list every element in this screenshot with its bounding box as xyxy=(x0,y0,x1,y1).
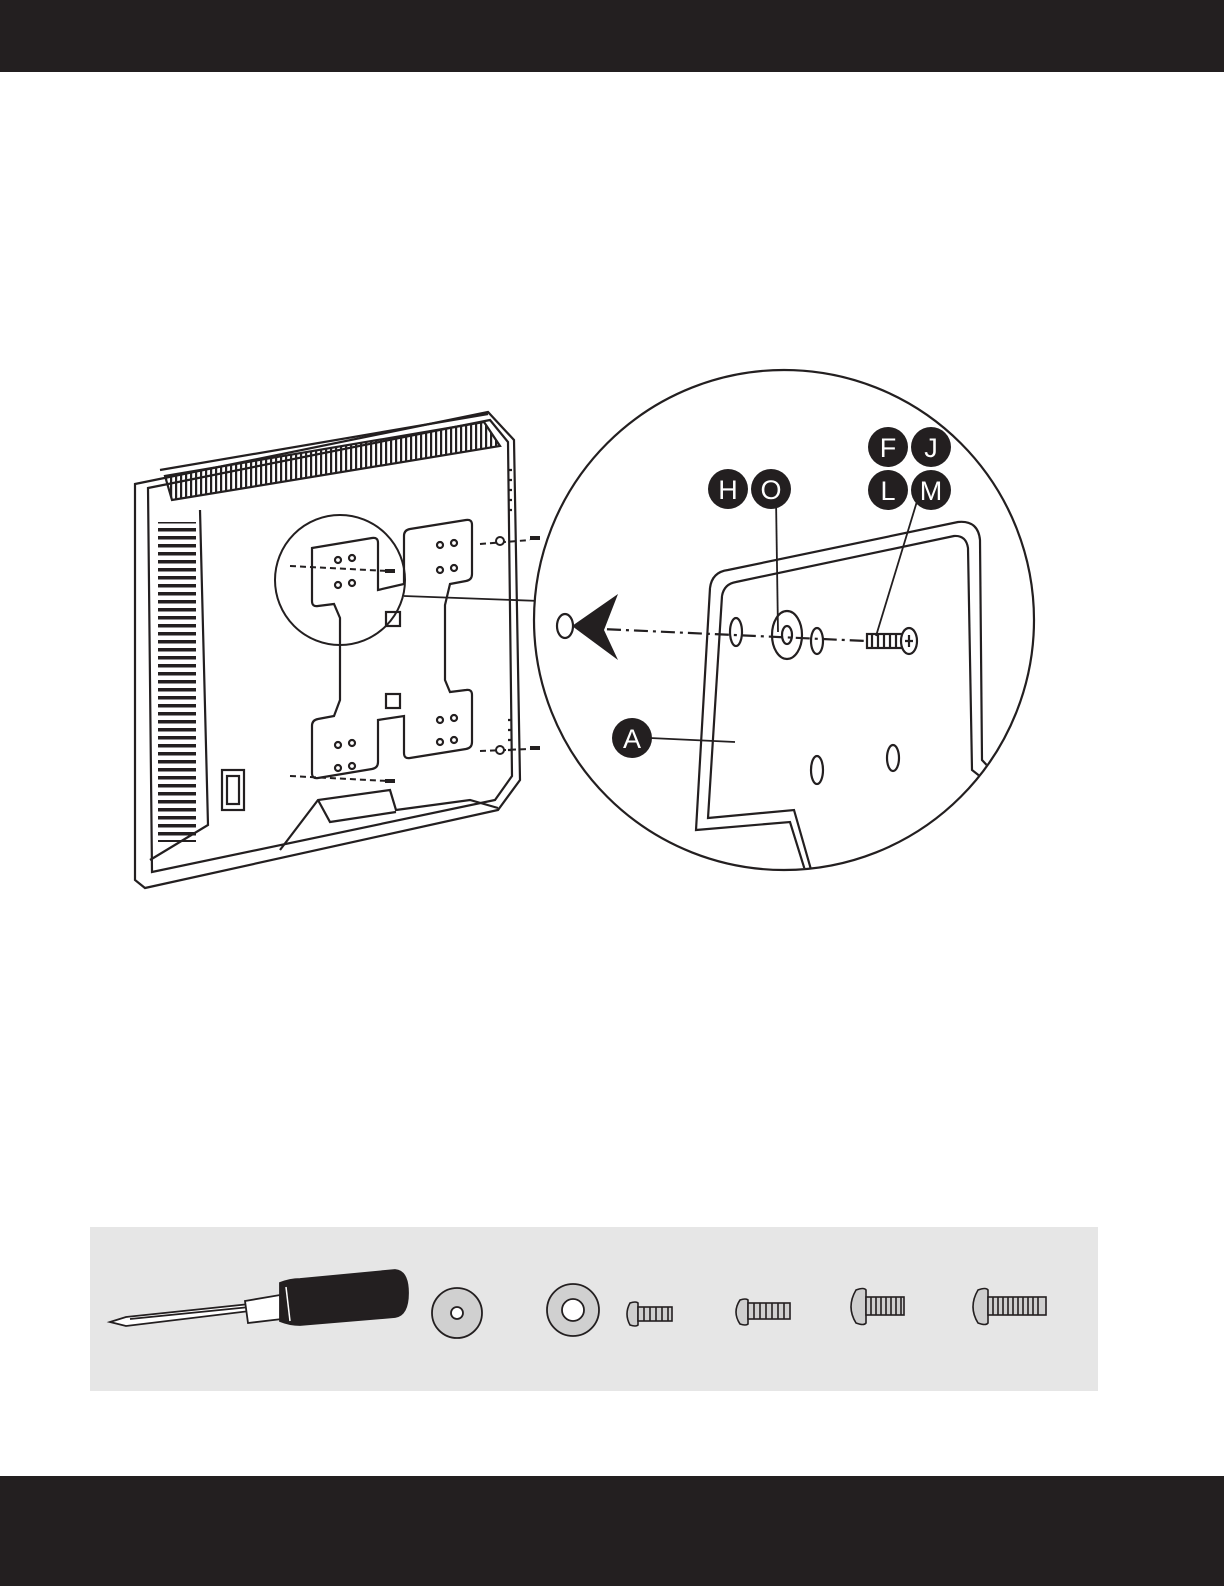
medium-screw-icon xyxy=(736,1299,790,1325)
badge-l: L xyxy=(868,470,908,510)
badge-o: O xyxy=(751,469,791,509)
small-washer-icon xyxy=(432,1288,482,1338)
badge-j: J xyxy=(911,427,951,467)
svg-text:A: A xyxy=(623,724,641,754)
badge-m: M xyxy=(911,470,951,510)
badge-f: F xyxy=(868,427,908,467)
tv-back xyxy=(135,412,520,888)
badge-h: H xyxy=(708,469,748,509)
svg-text:H: H xyxy=(718,475,738,505)
svg-text:O: O xyxy=(760,475,781,505)
short-screw-icon xyxy=(627,1302,672,1326)
detail-view xyxy=(534,370,1034,880)
svg-text:M: M xyxy=(920,476,943,506)
screwdriver-icon xyxy=(110,1270,408,1326)
svg-text:L: L xyxy=(880,476,895,506)
svg-text:F: F xyxy=(880,433,897,463)
longest-screw-icon xyxy=(973,1289,1046,1325)
badge-a: A xyxy=(612,718,652,758)
large-washer-icon xyxy=(547,1284,599,1336)
long-screw-icon xyxy=(851,1289,904,1325)
svg-text:J: J xyxy=(924,433,938,463)
mounting-illustration: H O F J L M A xyxy=(0,0,1224,1400)
footer-bar xyxy=(0,1476,1224,1586)
